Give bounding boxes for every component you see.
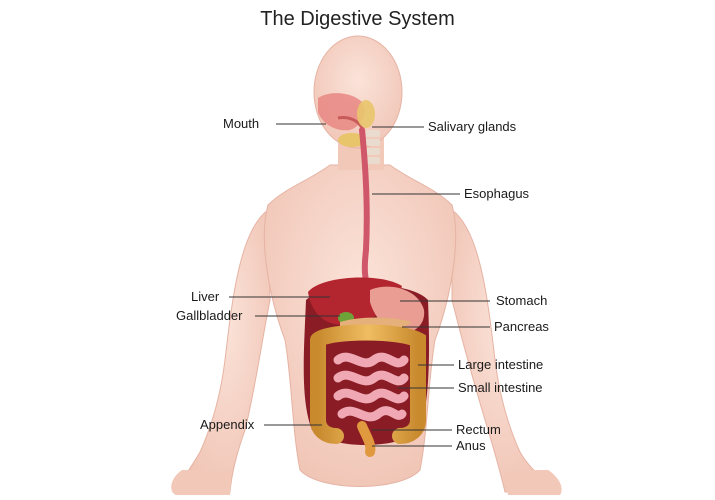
rectum-organ	[357, 421, 376, 457]
label-liver: Liver	[191, 289, 220, 304]
label-salivary-glands: Salivary glands	[428, 119, 517, 134]
label-pancreas: Pancreas	[494, 319, 549, 334]
label-rectum: Rectum	[456, 422, 501, 437]
label-large-intestine: Large intestine	[458, 357, 544, 372]
diagram-title: The Digestive System	[260, 8, 455, 30]
small-intestine-organ	[333, 352, 409, 422]
mouth-region	[318, 93, 380, 164]
large-intestine-organ	[310, 324, 426, 444]
label-anus: Anus	[456, 438, 486, 453]
label-mouth: Mouth	[223, 116, 260, 131]
label-stomach: Stomach	[496, 293, 548, 308]
label-esophagus: Esophagus	[464, 186, 530, 201]
label-small-intestine: Small intestine	[458, 380, 543, 395]
leader-lines	[229, 123, 490, 447]
label-gallbladder: Gallbladder	[176, 308, 243, 323]
label-appendix: Appendix	[200, 417, 255, 432]
